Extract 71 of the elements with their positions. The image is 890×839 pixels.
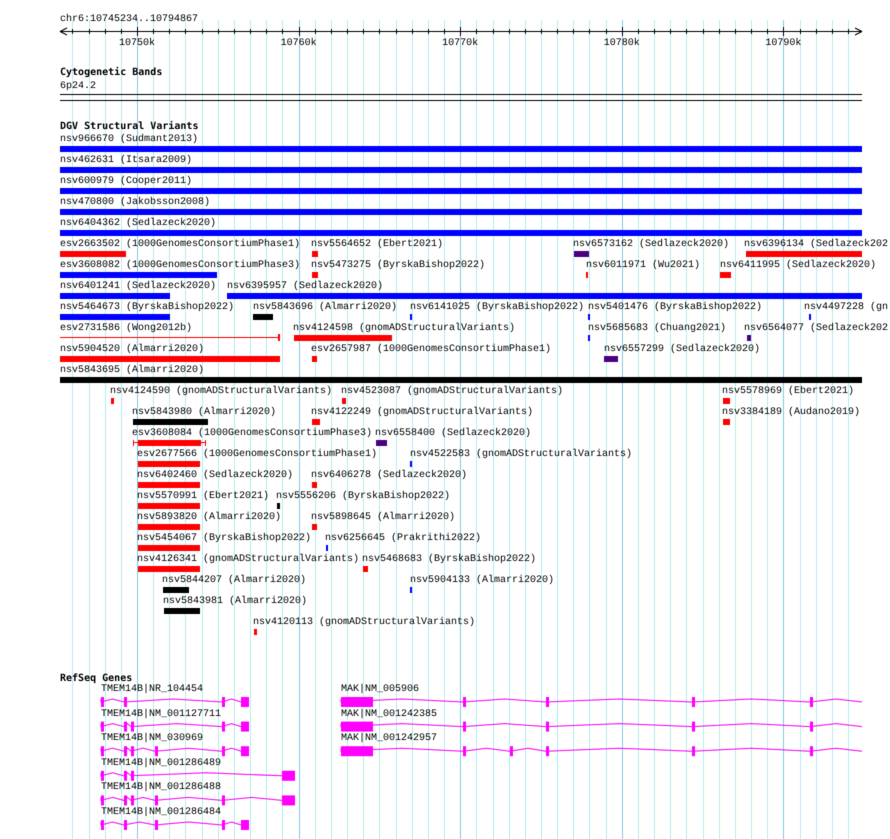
gene-label: TMEM14B|NM_001127711 [101,708,222,721]
variant-label: nsv6406278 (Sedlazeck2020) [311,470,468,482]
variant-label: nsv5843981 (Almarri2020) [163,596,308,608]
variant-label: nsv5578969 (Ebert2021) [722,386,854,398]
gene-label: TMEM14B|NM_001286488 [101,782,222,794]
tick-label: 10770k [442,38,478,50]
variant-label: nsv6256645 (Prakrithi2022) [325,533,482,545]
variant-label: nsv5893820 (Almarri2020) [137,512,282,524]
variant-label: nsv5454067 (ByrskaBishop2022) [137,533,312,545]
variant-label: nsv6558400 (Sedlazeck2020) [375,428,532,440]
variant-label: nsv600979 (Cooper2011) [60,176,192,188]
variant-label: nsv5464673 (ByrskaBishop2022) [60,302,234,314]
variant-label: nsv4523087 (gnomADStructuralVariants) [341,386,564,398]
gene-label: MAK|NM_005906 [341,684,420,696]
variant-label: nsv6395957 (Sedlazeck2020) [227,281,384,293]
variant-label: nsv4126341 (gnomADStructuralVariants) [137,554,360,566]
variant-label: nsv5843696 (Almarri2020) [253,302,398,314]
variant-label: nsv6564077 (Sedlazeck202 [744,323,888,335]
track-title: Cytogenetic Bands [60,67,162,79]
variant-label: nsv5468683 (ByrskaBishop2022) [362,554,536,566]
variant-label: esv3608082 (1000GenomesConsortiumPhase3) [60,260,300,272]
variant-label: nsv6141025 (ByrskaBishop2022) [410,302,584,314]
variant-label: nsv6404362 (Sedlazeck2020) [60,218,216,230]
variant-label: nsv6402460 (Sedlazeck2020) [137,470,294,482]
variant-label: nsv5843695 (Almarri2020) [60,365,204,377]
tick-label: 10750k [119,38,155,50]
track-title: DGV Structural Variants [60,121,198,133]
variant-label: nsv5473275 (ByrskaBishop2022) [311,260,486,272]
gene-label: TMEM14B|NR_104454 [101,684,204,696]
gene-label: TMEM14B|NM_001286484 [101,807,222,819]
variant-label: nsv6011971 (Wu2021) [586,260,700,272]
variant-label: esv2677566 (1000GenomesConsortiumPhase1) [137,449,378,461]
variant-label: nsv5685683 (Chuang2021) [588,323,726,335]
variant-label: nsv4497228 (gn [804,302,888,314]
band-label: 6p24.2 [60,81,96,93]
variant-label: nsv462631 (Itsara2009) [60,155,192,167]
variant-label: nsv5904520 (Almarri2020) [60,344,204,356]
variant-label: nsv4120113 (gnomADStructuralVariants) [253,617,476,629]
variant-label: nsv4124598 (gnomADStructuralVariants) [293,323,516,335]
variant-label: nsv5898645 (Almarri2020) [311,512,456,524]
variant-label: nsv966670 (Sudmant2013) [60,134,198,146]
variant-label: esv2657987 (1000GenomesConsortiumPhase1) [311,344,552,356]
gene-label: MAK|NM_001242385 [341,708,438,721]
variant-label: nsv3384189 (Audano2019) [722,407,860,419]
variant-label: nsv5844207 (Almarri2020) [162,575,306,587]
variant-label: nsv6557299 (Sedlazeck2020) [604,344,760,356]
variant-label: nsv6396134 (Sedlazeck202 [744,239,888,251]
variant-label: nsv470800 (Jakobsson2008) [60,197,210,209]
variant-label: nsv5564652 (Ebert2021) [311,239,444,251]
tick-label: 10790k [765,38,802,50]
tick-label: 10760k [280,38,317,50]
variant-label: esv2731586 (Wong2012b) [60,323,192,335]
variant-label: nsv4122249 (gnomADStructuralVariants) [311,407,534,419]
gene-label: TMEM14B|NM_001286489 [101,758,222,770]
variant-label: nsv6401241 (Sedlazeck2020) [60,281,216,293]
track-title: RefSeq Genes [60,673,132,684]
variant-label: nsv5843980 (Almarri2020) [132,407,276,419]
tick-label: 10780k [604,38,640,50]
gene-label: TMEM14B|NM_030969 [101,733,204,746]
variant-label: nsv5904133 (Almarri2020) [410,575,554,587]
variant-label: nsv5401476 (ByrskaBishop2022) [588,302,762,314]
variant-label: nsv5556206 (ByrskaBishop2022) [276,491,450,503]
variant-label: nsv4124590 (gnomADStructuralVariants) [110,386,332,398]
variant-label: esv3608084 (1000GenomesConsortiumPhase3) [132,428,372,440]
variant-label: nsv6573162 (Sedlazeck2020) [573,239,730,251]
coordinate-label: chr6:10745234..10794867 [60,14,198,26]
variant-label: esv2663502 (1000GenomesConsortiumPhase1) [60,239,300,251]
variant-label: nsv6411995 (Sedlazeck2020) [720,260,876,272]
gene-label: MAK|NM_001242957 [341,733,438,746]
variant-label: nsv4522583 (gnomADStructuralVariants) [410,449,632,461]
variant-label: nsv5570991 (Ebert2021) [137,491,270,503]
